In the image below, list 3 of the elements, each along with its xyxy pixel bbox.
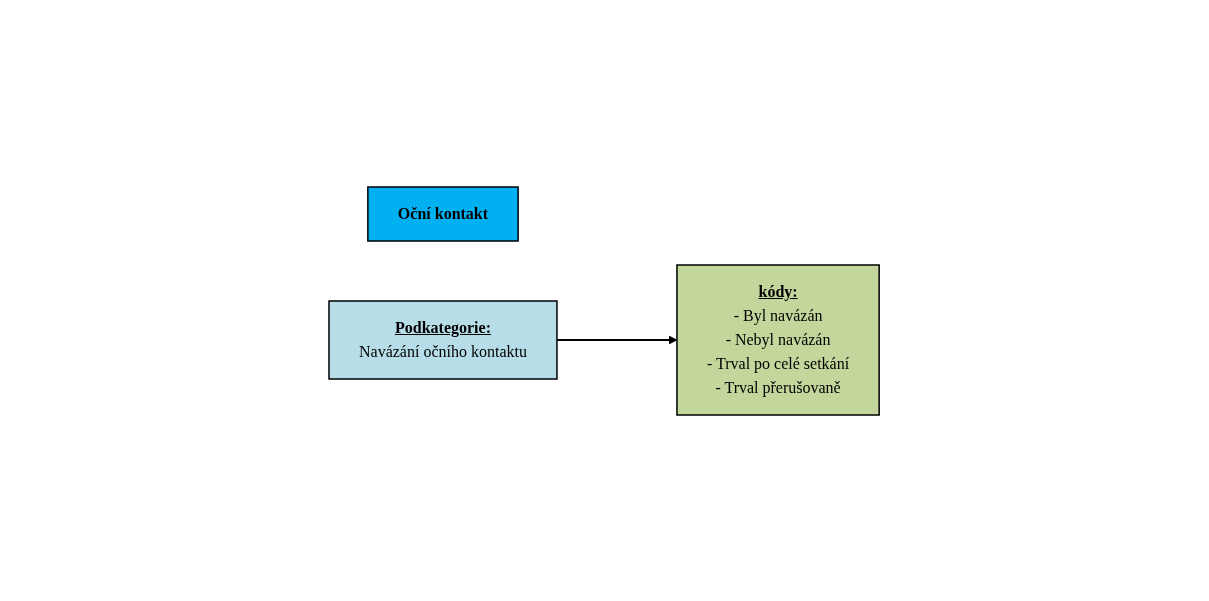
node-box: Podkategorie: Navázání očního kontaktu <box>328 299 559 380</box>
node-box: kódy: - Byl navázán - Nebyl navázán - Trval po celé setkání - Trval přerušovaně <box>676 263 881 416</box>
node-box: Oční kontakt <box>367 185 520 242</box>
